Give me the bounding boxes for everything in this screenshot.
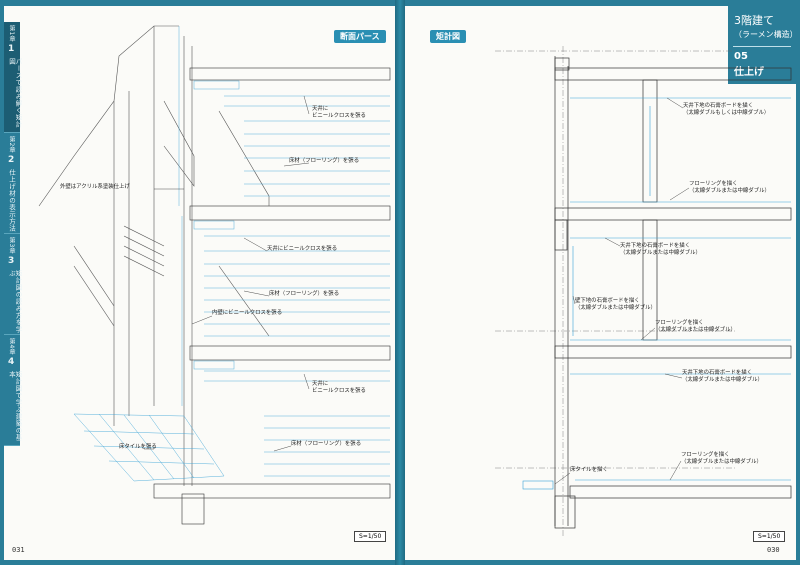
drawing-type-tag: 断面パース — [334, 30, 386, 43]
section-number: 05 — [734, 51, 748, 62]
chapter-title: 矩計図で学ぶ建築の基本 — [7, 371, 23, 441]
callout-wall-board: 壁下地の石膏ボードを描く （太線ダブルまたは中線ダブル） — [575, 298, 656, 312]
chapter-title: パースで読み解く矩計図 — [7, 58, 23, 128]
sectional-detail-drawing — [495, 46, 792, 536]
callout-ceiling-board-2f: 天井下地の石膏ボードを描く （太線ダブルまたは中線ダブル） — [620, 243, 701, 257]
callout-flooring-1f: 床材（フローリング）を張る — [291, 441, 362, 447]
header-divider — [733, 46, 791, 47]
callout-ceiling-board-1f: 天井下地の石膏ボードを描く （太線ダブルまたは中線ダブル） — [682, 370, 763, 384]
callout-ceiling-cloth-3f: 天井に ビニールクロスを張る — [312, 106, 366, 120]
callout-ceiling-cloth-2f: 天井にビニールクロスを張る — [267, 246, 338, 252]
book-gutter — [395, 0, 405, 565]
chapter-title: 仕上げ材の表示方法 — [7, 169, 16, 232]
chapter-label: 第2章 — [8, 136, 15, 154]
scale-label: S=1/50 — [753, 531, 786, 542]
callout-flooring-3f: フローリングを描く （太線ダブルまたは中線ダブル） — [689, 181, 770, 195]
drawing-type-tag: 矩計図 — [430, 30, 466, 43]
page-number: 030 — [767, 546, 780, 554]
section-header-box: 3階建て （ラーメン構造） 05 仕上げ — [728, 6, 798, 84]
callout-exterior-wall: 外壁はアクリル系塗装仕上げ — [60, 184, 130, 190]
callout-flooring-1f: フローリングを描く （太線ダブルまたは中線ダブル） — [681, 452, 762, 466]
chapter-label: 第3章 — [8, 237, 15, 255]
scale-label: S=1/50 — [354, 531, 387, 542]
callout-flooring-3f: 床材（フローリング）を張る — [289, 158, 360, 164]
chapter-number: 4 — [8, 357, 15, 367]
chapter-tab-1[interactable]: 第1章 1 パースで読み解く矩計図 — [4, 22, 23, 133]
chapter-tab-2[interactable]: 第2章 2 仕上げ材の表示方法 — [4, 133, 20, 234]
right-page: 3階建て （ラーメン構造） 05 仕上げ — [405, 6, 798, 560]
chapter-tab-3[interactable]: 第3章 3 矩計図の読み方を学ぶ — [4, 234, 23, 335]
page-number: 031 — [12, 546, 25, 554]
callout-ceiling-cloth-1f: 天井に ビニールクロスを張る — [312, 381, 366, 395]
floors-label: 3階建て — [734, 14, 774, 27]
chapter-number: 1 — [8, 44, 15, 54]
chapter-tab-4[interactable]: 第4章 4 矩計図で学ぶ建築の基本 — [4, 335, 23, 446]
callout-interior-wall: 内壁にビニールクロスを張る — [212, 310, 283, 316]
callout-flooring-2f: フローリングを描く （太線ダブルまたは中線ダブル） — [655, 320, 736, 334]
chapter-number: 3 — [8, 256, 15, 266]
callout-floor-tile: 床タイルを描く — [570, 467, 608, 473]
callout-floor-tile: 床タイルを張る — [119, 444, 157, 450]
chapter-number: 2 — [8, 155, 15, 165]
perspective-section-drawing — [38, 25, 391, 525]
chapter-label: 第1章 — [8, 25, 15, 43]
chapter-label: 第4章 — [8, 338, 15, 356]
left-page: 第1章 1 パースで読み解く矩計図 第2章 2 仕上げ材の表示方法 第3章 3 … — [4, 6, 395, 560]
callout-flooring-2f: 床材（フローリング）を張る — [269, 291, 340, 297]
chapter-tabs: 第1章 1 パースで読み解く矩計図 第2章 2 仕上げ材の表示方法 第3章 3 … — [4, 22, 23, 446]
section-title: 仕上げ — [734, 67, 764, 78]
structure-label: （ラーメン構造） — [734, 30, 798, 39]
callout-ceiling-board-3f: 天井下地の石膏ボードを描く （太線ダブルもしくは中線ダブル） — [683, 103, 770, 117]
chapter-title: 矩計図の読み方を学ぶ — [7, 270, 23, 333]
